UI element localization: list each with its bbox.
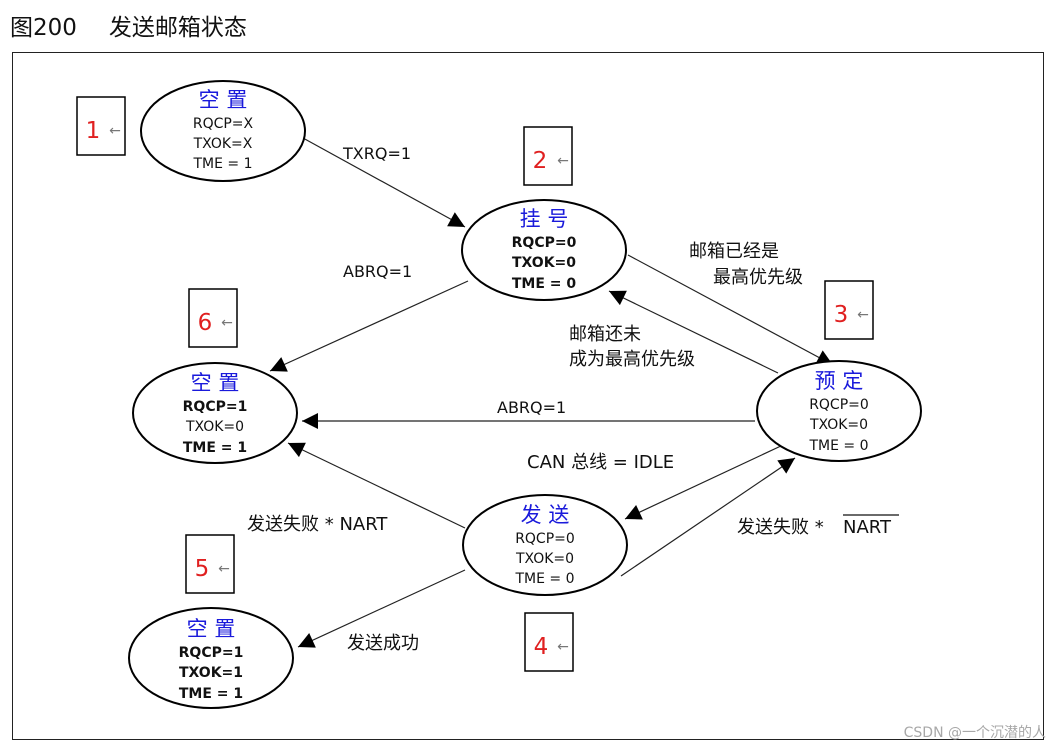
edge-can-idle bbox=[624, 444, 784, 520]
state-txok: TXOK=0 bbox=[515, 551, 574, 567]
state-diagram: 空 置 RQCP=X TXOK=X TME = 1 挂 号 RQCP=0 TXO… bbox=[76, 80, 922, 709]
edge-success bbox=[297, 569, 466, 648]
label-not-highest-line1: 邮箱还未 bbox=[569, 324, 641, 345]
state-txok: TXOK=1 bbox=[179, 665, 243, 681]
figure-number: 图200 bbox=[10, 15, 77, 41]
left-arrow-icon: ← bbox=[221, 315, 233, 331]
state-tme: TME = 0 bbox=[514, 571, 574, 587]
edge-pending-to-scheduled bbox=[627, 254, 834, 366]
number-box-4: 4 ← bbox=[524, 612, 574, 672]
label-abrq-pending: ABRQ=1 bbox=[343, 262, 412, 281]
state-tme: TME = 0 bbox=[808, 438, 868, 454]
figure-title: 发送邮箱状态 bbox=[108, 15, 247, 41]
left-arrow-icon: ← bbox=[857, 307, 869, 323]
state-transmit: 发 送 RQCP=0 TXOK=0 TME = 0 bbox=[462, 494, 628, 596]
state-txok: TXOK=X bbox=[193, 136, 253, 152]
label-abrq-scheduled: ABRQ=1 bbox=[497, 398, 566, 417]
state-empty-5: 空 置 RQCP=1 TXOK=1 TME = 1 bbox=[128, 607, 294, 709]
state-title: 空 置 bbox=[191, 371, 240, 395]
label-fail-not-nart: 发送失败 * NART bbox=[737, 514, 899, 538]
state-title: 预 定 bbox=[815, 369, 864, 393]
figure-caption: 图200 发送邮箱状态 bbox=[10, 8, 247, 42]
state-tme: TME = 1 bbox=[183, 440, 247, 456]
label-fail-not-nart-suffix: NART bbox=[843, 517, 892, 538]
state-rqcp: RQCP=X bbox=[193, 116, 254, 132]
state-title: 发 送 bbox=[521, 503, 570, 527]
state-rqcp: RQCP=0 bbox=[512, 235, 577, 251]
state-scheduled: 预 定 RQCP=0 TXOK=0 TME = 0 bbox=[756, 360, 922, 462]
state-rqcp: RQCP=0 bbox=[515, 531, 575, 547]
state-empty-1: 空 置 RQCP=X TXOK=X TME = 1 bbox=[140, 80, 306, 182]
number-label: 4 bbox=[534, 634, 549, 660]
label-fail-nart: 发送失败 * NART bbox=[247, 514, 388, 535]
state-title: 空 置 bbox=[199, 88, 248, 112]
number-label: 6 bbox=[198, 310, 213, 336]
label-can-idle: CAN 总线 = IDLE bbox=[527, 452, 674, 473]
state-tme: TME = 0 bbox=[512, 276, 577, 292]
left-arrow-icon: ← bbox=[557, 153, 569, 169]
number-label: 3 bbox=[834, 302, 849, 328]
number-label: 1 bbox=[86, 118, 101, 144]
edge-scheduled-to-pending bbox=[608, 290, 779, 374]
state-empty-6: 空 置 RQCP=1 TXOK=0 TME = 1 bbox=[132, 362, 298, 464]
label-fail-not-nart-prefix: 发送失败 * bbox=[737, 517, 824, 538]
edge-abrq-pending bbox=[269, 280, 469, 372]
number-label: 2 bbox=[533, 148, 548, 174]
left-arrow-icon: ← bbox=[218, 561, 230, 577]
state-txok: TXOK=0 bbox=[809, 417, 868, 433]
label-not-highest-line2: 成为最高优先级 bbox=[569, 349, 695, 370]
state-rqcp: RQCP=1 bbox=[183, 399, 248, 415]
state-pending: 挂 号 RQCP=0 TXOK=0 TME = 0 bbox=[461, 199, 627, 301]
number-box-3: 3 ← bbox=[824, 280, 874, 340]
left-arrow-icon: ← bbox=[557, 639, 569, 655]
state-title: 空 置 bbox=[187, 617, 236, 641]
diagram-frame: 空 置 RQCP=X TXOK=X TME = 1 挂 号 RQCP=0 TXO… bbox=[12, 52, 1044, 740]
state-title: 挂 号 bbox=[520, 207, 569, 231]
edge-fail-nart bbox=[287, 442, 466, 529]
state-txok: TXOK=0 bbox=[512, 255, 576, 271]
label-success: 发送成功 bbox=[347, 633, 419, 654]
state-rqcp: RQCP=0 bbox=[809, 397, 869, 413]
number-box-2: 2 ← bbox=[523, 126, 573, 186]
number-box-5: 5 ← bbox=[185, 534, 235, 594]
state-txok: TXOK=0 bbox=[185, 419, 244, 435]
label-highest-line2: 最高优先级 bbox=[713, 267, 803, 288]
number-label: 5 bbox=[195, 556, 210, 582]
left-arrow-icon: ← bbox=[109, 123, 121, 139]
number-box-6: 6 ← bbox=[188, 288, 238, 348]
number-box-1: 1 ← bbox=[76, 96, 126, 156]
state-tme: TME = 1 bbox=[179, 686, 243, 702]
edge-transmit-retry bbox=[620, 457, 796, 577]
label-fail-not-nart-prefix-text: 发送失败 * bbox=[737, 517, 824, 538]
watermark: CSDN @一个沉潜的人 bbox=[903, 725, 1046, 741]
label-txrq: TXRQ=1 bbox=[342, 144, 411, 163]
state-tme: TME = 1 bbox=[192, 156, 252, 172]
label-highest-line1: 邮箱已经是 bbox=[689, 241, 779, 262]
state-rqcp: RQCP=1 bbox=[179, 645, 244, 661]
edge-txrq bbox=[302, 137, 466, 228]
